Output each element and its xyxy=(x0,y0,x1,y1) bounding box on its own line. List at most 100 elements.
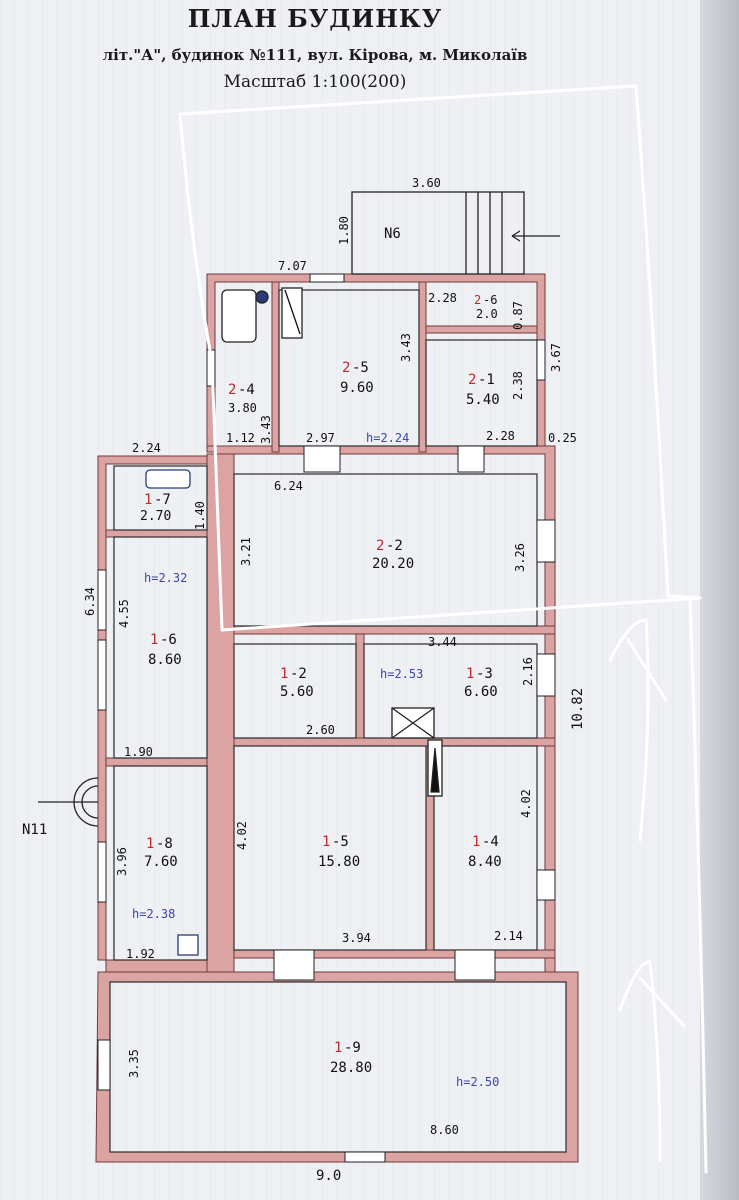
dim-label: 2.60 xyxy=(306,723,335,737)
room-1-9: 1-9 28.80 xyxy=(330,1040,372,1076)
dim-label: 2.97 xyxy=(306,431,335,445)
room-1-3: 1-3 6.60 xyxy=(464,666,498,700)
dim-label: 9.0 xyxy=(316,1168,341,1184)
dim-label: 3.96 xyxy=(115,847,129,876)
svg-text:8.60: 8.60 xyxy=(148,652,182,668)
height-label: h=2.38 xyxy=(132,907,175,921)
room-1-2: 1-25.60 xyxy=(280,666,314,700)
porch-n6 xyxy=(351,191,525,275)
svg-text:1: 1 xyxy=(472,834,480,850)
svg-text:6.60: 6.60 xyxy=(464,684,498,700)
svg-text:1: 1 xyxy=(334,1040,342,1056)
svg-text:2: 2 xyxy=(468,372,476,388)
dim-label: 3.44 xyxy=(428,635,457,649)
svg-text:1: 1 xyxy=(144,492,152,508)
dim-label: 1.12 xyxy=(226,431,255,445)
wall-1-7-bottom xyxy=(105,529,208,538)
wall-row3 xyxy=(233,737,556,747)
room-2-1: 2-15.40 xyxy=(466,372,500,408)
dim-label: 8.60 xyxy=(430,1123,459,1137)
room-labels: 2-59.60 2-43.80 2-62.0 2-15.40 2-220.20 … xyxy=(140,293,502,1076)
room-1-7: 1-72.70 xyxy=(140,492,171,524)
dim-label: 6.34 xyxy=(83,587,97,616)
dim-label: 0.87 xyxy=(511,301,525,330)
room-1-8: 1-8 7.60 xyxy=(144,836,178,870)
dim-label: 10.82 xyxy=(570,688,586,730)
room-1-5: 1-5 15.80 xyxy=(318,834,360,870)
svg-text:28.80: 28.80 xyxy=(330,1060,372,1076)
wall-main-outer xyxy=(207,445,556,973)
svg-text:-8: -8 xyxy=(156,836,173,852)
svg-text:-9: -9 xyxy=(344,1040,361,1056)
room-1-4: 1-4 8.40 xyxy=(468,834,502,870)
dim-label: 3.94 xyxy=(342,931,371,945)
dim-label: 1.92 xyxy=(126,947,155,961)
svg-text:1: 1 xyxy=(322,834,330,850)
svg-text:1: 1 xyxy=(150,632,158,648)
svg-text:1: 1 xyxy=(466,666,474,682)
stove-1-8 xyxy=(177,934,199,956)
dim-label: 3.67 xyxy=(549,343,563,372)
dim-label: 3.43 xyxy=(399,333,413,362)
svg-text:2: 2 xyxy=(342,360,350,376)
dim-label: 0.25 xyxy=(548,431,577,445)
hand-annotation xyxy=(178,84,708,1174)
plan-scale: Масштаб 1:100(200) xyxy=(223,72,407,92)
svg-text:-5: -5 xyxy=(332,834,349,850)
svg-text:5.60: 5.60 xyxy=(280,684,314,700)
dim-label: 2.24 xyxy=(132,441,161,455)
dim-label: 2.16 xyxy=(521,657,535,686)
svg-text:2.0: 2.0 xyxy=(476,307,498,321)
dim-label: 3.43 xyxy=(259,415,273,444)
dim-label: 2.28 xyxy=(428,291,457,305)
height-label: h=2.50 xyxy=(456,1075,499,1089)
svg-text:-2: -2 xyxy=(386,538,403,554)
svg-text:2: 2 xyxy=(474,293,481,307)
dim-label: 7.07 xyxy=(278,259,307,273)
svg-text:-6: -6 xyxy=(483,293,497,307)
wall-2-5-2-1 xyxy=(418,281,427,453)
room-2-2: 2-2 20.20 xyxy=(372,538,414,572)
dim-label: 3.60 xyxy=(412,176,441,190)
height-label: h=2.53 xyxy=(380,667,423,681)
room-2-4: 2-43.80 xyxy=(228,382,257,415)
wall-upper xyxy=(206,273,546,453)
entrance-n11-label: N11 xyxy=(22,822,47,838)
svg-text:5.40: 5.40 xyxy=(466,392,500,408)
svg-text:1: 1 xyxy=(146,836,154,852)
plan-title: ПЛАН БУДИНКУ xyxy=(187,4,443,33)
height-label: h=2.32 xyxy=(144,571,187,585)
wall-2-6 xyxy=(425,325,538,334)
bathtub-2-4 xyxy=(221,289,257,343)
dim-label: 6.24 xyxy=(274,479,303,493)
svg-text:3.80: 3.80 xyxy=(228,401,257,415)
dim-label: 1.40 xyxy=(193,501,207,530)
wall-1-8-bottom xyxy=(105,959,208,973)
dim-label: 4.02 xyxy=(235,821,249,850)
porch-n6-label: N6 xyxy=(384,226,401,242)
dim-label: 3.26 xyxy=(513,543,527,572)
dim-label: 4.02 xyxy=(519,789,533,818)
svg-text:2.70: 2.70 xyxy=(140,509,171,524)
wall-1-6-bottom xyxy=(105,757,208,767)
svg-text:7.60: 7.60 xyxy=(144,854,178,870)
svg-text:15.80: 15.80 xyxy=(318,854,360,870)
svg-text:8.40: 8.40 xyxy=(468,854,502,870)
svg-text:-4: -4 xyxy=(238,382,255,398)
room-2-5: 2-59.60 xyxy=(340,360,374,396)
dim-label: 2.14 xyxy=(494,929,523,943)
dim-label: 3.21 xyxy=(239,537,253,566)
svg-text:20.20: 20.20 xyxy=(372,556,414,572)
svg-text:-4: -4 xyxy=(482,834,499,850)
dim-label: 4.55 xyxy=(117,599,131,628)
page-edge-shadow xyxy=(700,0,739,1200)
room-1-6: 1-68.60 xyxy=(148,632,182,668)
svg-text:-3: -3 xyxy=(476,666,493,682)
svg-text:2: 2 xyxy=(376,538,384,554)
plan-address: літ."А", будинок №111, вул. Кірова, м. М… xyxy=(102,46,528,64)
wall-left-inner xyxy=(206,453,235,973)
wall-2-4-2-5 xyxy=(271,281,280,453)
svg-text:-2: -2 xyxy=(290,666,307,682)
